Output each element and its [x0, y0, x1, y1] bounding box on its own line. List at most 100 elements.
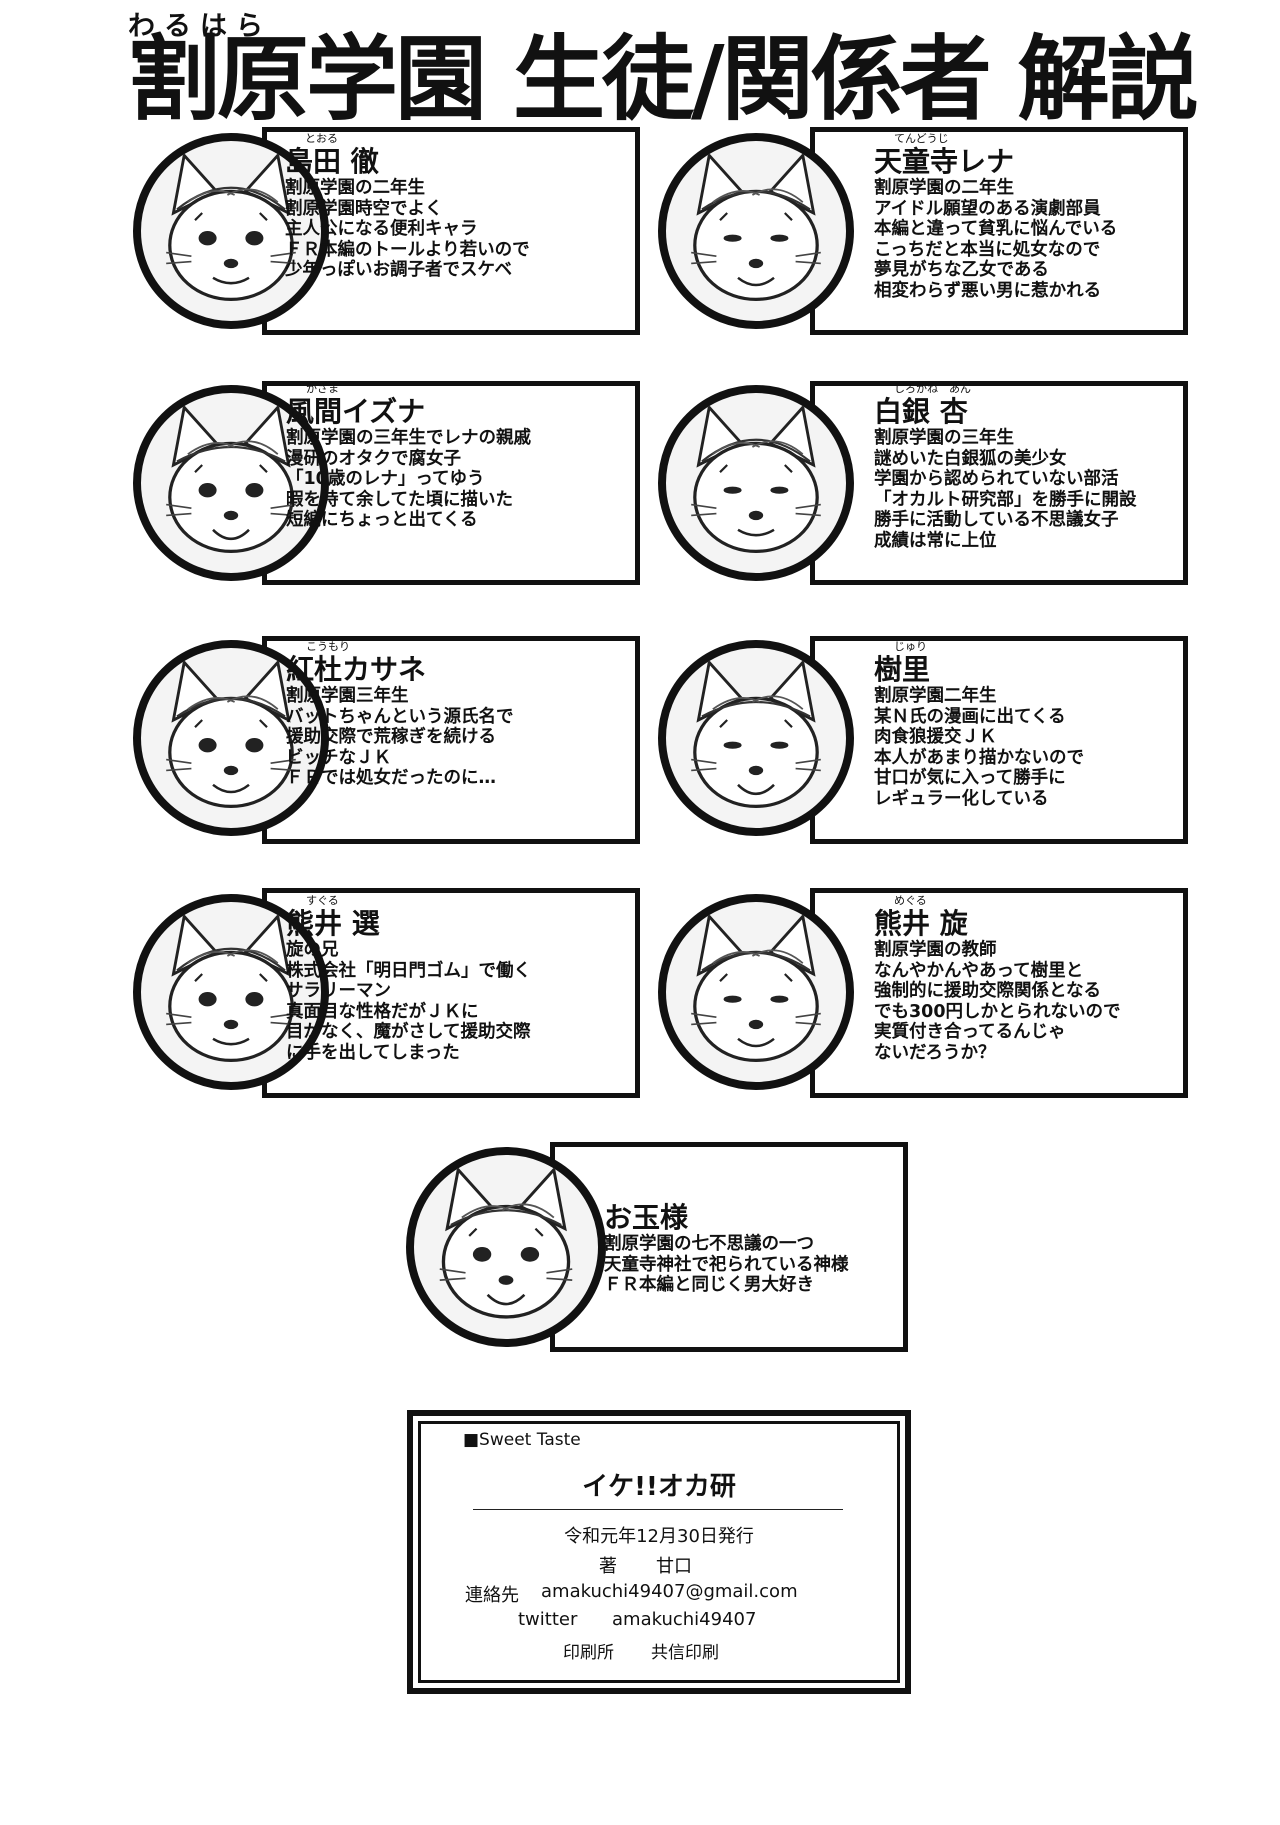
character-text: こうもり紅杜カサネ割原学園三年生バットちゃんという源氏名で援助交際で荒稼ぎを続け… — [286, 640, 514, 789]
character-portrait-illustration — [691, 404, 821, 554]
contact-label: 連絡先 — [465, 1585, 519, 1606]
card-frame — [810, 127, 1188, 335]
description-line: 旋の兄 — [286, 940, 339, 960]
character-portrait-illustration — [691, 913, 821, 1063]
description-line: ビッチなＪＫ — [286, 747, 391, 768]
circle-name: ■Sweet Taste — [463, 1430, 581, 1450]
author-label: 著 — [599, 1556, 617, 1577]
description-line: 割原学園の三年生 — [874, 428, 1014, 448]
description-line: 割原学園の教師 — [874, 940, 997, 960]
description-line: レギュラー化している — [874, 788, 1049, 809]
description-line: 援助交際で荒稼ぎを続ける — [286, 727, 496, 747]
card-frame — [810, 381, 1188, 585]
card-frame — [550, 1142, 908, 1352]
description-line: 主人公になる便利キャラ — [285, 219, 478, 239]
description-line: 学園から認められていない部活 — [874, 469, 1119, 489]
description-line: 真面目な性格だがＪＫに — [286, 1001, 479, 1022]
description-line: 肉食狼援交ＪＫ — [874, 727, 997, 747]
description-line: でも300円しかとられないので — [874, 1001, 1121, 1022]
portrait-frame — [658, 894, 854, 1090]
portrait-frame — [133, 894, 329, 1090]
description-line: 強制的に援助交際関係となる — [874, 981, 1101, 1001]
description-line: 割原学園の二年生 — [285, 178, 425, 198]
character-name: 島田 徹 — [285, 145, 379, 178]
twitter-handle: amakuchi49407 — [612, 1609, 757, 1630]
character-name: 天童寺レナ — [874, 145, 1015, 178]
description-line: 本編と違って貧乳に悩んでいる — [874, 219, 1118, 239]
description-line: 目がなく、魔がさして援助交際 — [286, 1022, 531, 1042]
description-line: 少年っぽいお調子者でスケベ — [285, 260, 512, 280]
description-line: 短編にちょっと出てくる — [286, 510, 478, 530]
name-ruby: しろかね あん — [894, 382, 971, 395]
colophon: ■Sweet Taste イケ!!オカ研 令和元年12月30日発行 著 甘口 連… — [407, 1410, 911, 1694]
description-line: 成績は常に上位 — [874, 530, 997, 551]
description-line: ＦＲ本編のトールより若いので — [285, 239, 530, 260]
character-name: 紅杜カサネ — [286, 653, 427, 686]
character-portrait-illustration — [166, 152, 296, 302]
description-line: 謎めいた白銀狐の美少女 — [874, 448, 1067, 469]
name-ruby: こうもり — [306, 640, 350, 653]
description-line: 割原学園三年生 — [286, 686, 409, 706]
issue-date: 令和元年12月30日発行 — [564, 1526, 754, 1547]
name-ruby: すぐる — [306, 894, 339, 907]
description-line: 割原学園の七不思議の一つ — [604, 1234, 814, 1254]
character-name: 風間イズナ — [286, 395, 426, 428]
description-line: 天童寺神社で祀られている神様 — [604, 1254, 849, 1275]
description-line: 暇を持て余してた頃に描いた — [286, 489, 513, 510]
description-line: 「10歳のレナ」ってゆう — [286, 469, 485, 489]
name-ruby: てんどうじ — [894, 132, 949, 145]
character-text: めぐる熊井 旋割原学園の教師なんやかんやあって樹里と強制的に援助交際関係となるで… — [874, 894, 1121, 1063]
character-text: てんどうじ天童寺レナ割原学園の二年生アイドル願望のある演劇部員本編と違って貧乳に… — [874, 132, 1117, 301]
portrait-frame — [658, 385, 854, 581]
twitter-label: twitter — [518, 1609, 578, 1630]
portrait-frame — [658, 640, 854, 836]
character-name: 熊井 選 — [286, 907, 380, 940]
description-line: 夢見がちな乙女である — [874, 260, 1049, 280]
description-line: ないだろうか？ — [874, 1042, 996, 1063]
book-title: イケ!!オカ研 — [582, 1472, 736, 1502]
character-portrait-illustration — [691, 659, 821, 809]
character-portrait-illustration — [166, 659, 296, 809]
description-line: 相変わらず悪い男に惹かれる — [874, 280, 1102, 301]
description-line: 割原学園時空でよく — [285, 198, 443, 219]
name-ruby: めぐる — [894, 894, 927, 907]
author-name: 甘口 — [656, 1556, 692, 1577]
character-name: 白銀 杏 — [874, 395, 968, 428]
description-line: 割原学園の二年生 — [874, 178, 1014, 198]
character-portrait-illustration — [166, 404, 296, 554]
description-line: バットちゃんという源氏名で — [286, 706, 514, 727]
description-line: 漫研のオタクで腐女子 — [286, 448, 461, 469]
description-line: 「オカルト研究部」を勝手に開設 — [874, 489, 1137, 510]
character-name: 樹里 — [874, 653, 931, 686]
description-line: 本人があまり描かないので — [874, 747, 1084, 768]
character-portrait-illustration — [691, 152, 821, 302]
character-name: 熊井 旋 — [874, 907, 968, 940]
name-ruby: かざま — [306, 382, 339, 395]
description-line: に手を出してしまった — [286, 1042, 460, 1063]
contact-email: amakuchi49407@gmail.com — [541, 1581, 798, 1602]
description-line: ＦＲ本編と同じく男大好き — [604, 1275, 814, 1295]
description-line: こっちだと本当に処女なので — [874, 239, 1101, 260]
portrait-frame — [406, 1147, 606, 1347]
printer-label: 印刷所 — [563, 1643, 614, 1663]
colophon-divider — [473, 1509, 843, 1510]
description-line: 割原学園の三年生でレナの親戚 — [286, 428, 531, 448]
description-line: ＦＲでは処女だったのに… — [286, 768, 496, 788]
character-name: お玉様 — [604, 1201, 689, 1234]
name-ruby: とおる — [305, 132, 338, 145]
description-line: 割原学園二年生 — [874, 686, 997, 706]
description-line: 勝手に活動している不思議女子 — [874, 510, 1119, 530]
description-line: 実質付き合ってるんじゃ — [874, 1022, 1066, 1042]
portrait-frame — [133, 640, 329, 836]
description-line: 甘口が気に入って勝手に — [874, 768, 1066, 788]
description-line: サラリーマン — [286, 981, 391, 1001]
character-text: すぐる熊井 選旋の兄株式会社「明日門ゴム」で働くサラリーマン真面目な性格だがＪＫ… — [286, 894, 531, 1063]
portrait-frame — [133, 133, 329, 329]
portrait-frame — [133, 385, 329, 581]
character-text: しろかね あん白銀 杏割原学園の三年生謎めいた白銀狐の美少女学園から認められてい… — [874, 382, 1137, 551]
printer-name: 共信印刷 — [651, 1643, 719, 1663]
page-title: 割原学園 生徒/関係者 解説 — [128, 26, 1199, 133]
